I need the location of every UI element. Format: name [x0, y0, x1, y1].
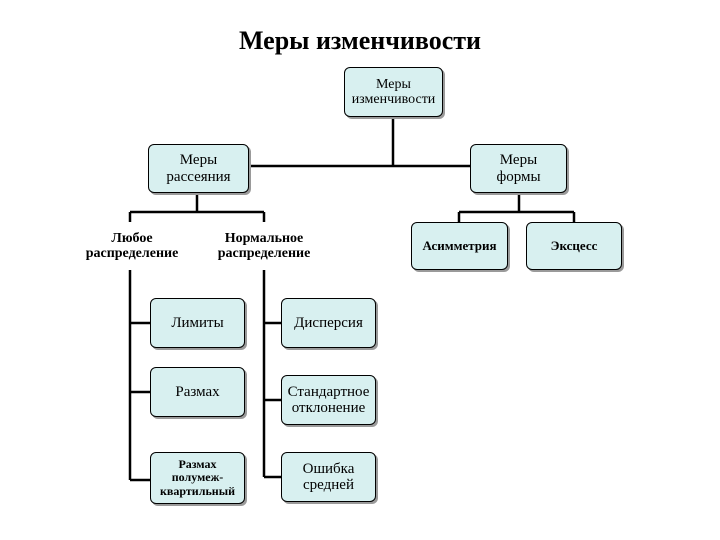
node-line: средней — [303, 477, 354, 493]
node-standard-error: Ошибка средней — [281, 452, 376, 502]
node-line: распределение — [85, 246, 179, 261]
node-normal-distribution: Нормальное распределение — [208, 222, 320, 270]
node-standard-deviation: Стандартное отклонение — [281, 375, 376, 425]
node-line: квартильный — [160, 483, 235, 498]
node-line: Размах — [178, 457, 217, 472]
node-variance: Дисперсия — [281, 298, 376, 348]
node-line: Нормальное — [224, 230, 304, 246]
node-line: Меры — [179, 152, 218, 168]
node-line: Асимметрия — [422, 237, 497, 253]
node-semi-interquartile-range: Размах полумеж- квартильный — [150, 452, 245, 504]
node-variability-measures: Меры изменчивости — [344, 67, 443, 117]
node-line: изменчивости — [351, 92, 436, 107]
node-line: Ошибка — [302, 460, 355, 477]
node-range: Размах — [150, 367, 245, 417]
node-line: Стандартное — [287, 383, 370, 400]
node-shape-measures: Меры формы — [470, 144, 567, 193]
node-excess: Эксцесс — [526, 222, 622, 270]
node-line: распределение — [217, 246, 311, 261]
node-line: полумеж- — [171, 470, 224, 485]
node-line: Меры — [376, 76, 411, 92]
node-line: Лимиты — [171, 314, 224, 331]
node-asymmetry: Асимметрия — [411, 222, 508, 270]
node-line: формы — [496, 168, 541, 185]
node-line: Эксцесс — [550, 237, 598, 253]
node-line: Дисперсия — [294, 314, 363, 331]
node-dispersion-measures: Меры рассеяния — [148, 144, 249, 193]
node-limits: Лимиты — [150, 298, 245, 348]
node-line: Любое — [111, 230, 153, 246]
node-line: Размах — [175, 383, 220, 400]
node-line: рассеяния — [166, 168, 231, 185]
node-any-distribution: Любое распределение — [78, 222, 186, 270]
node-line: Меры — [499, 152, 538, 168]
page-title: Меры изменчивости — [238, 26, 482, 55]
node-line: отклонение — [291, 400, 366, 416]
